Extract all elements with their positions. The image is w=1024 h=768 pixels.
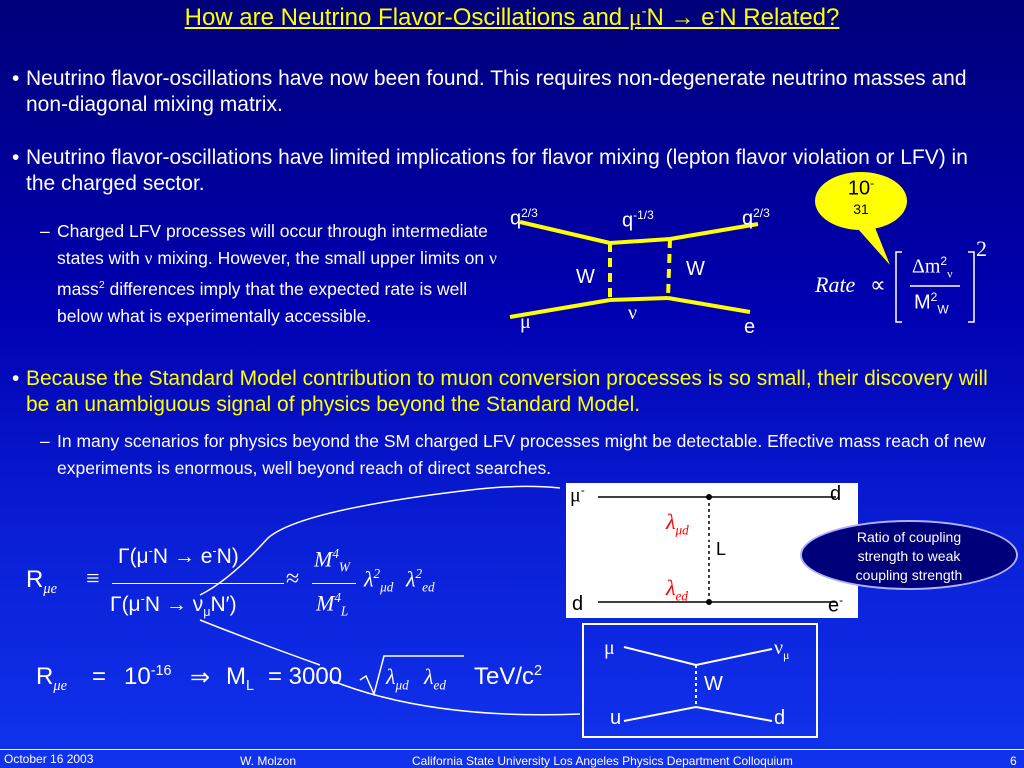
lq-label-mu: μ- xyxy=(570,483,585,507)
lq-label-e: e- xyxy=(828,593,844,617)
footer-page-number: 6 xyxy=(1010,754,1017,768)
rate-bubble: 10- 31 xyxy=(815,172,907,230)
w-diag-d: d xyxy=(774,707,786,729)
quark-line-right xyxy=(669,222,759,241)
rate-propto: ∝ xyxy=(870,272,886,297)
formula2-3000: = 3000 xyxy=(268,663,343,690)
sub-bullet-1: – Charged LFV processes will occur throu… xyxy=(40,221,497,326)
formula2-lambda-mud: λμd xyxy=(386,664,409,693)
lq-label-d-bottom: d xyxy=(572,593,584,615)
label-q-left: q2/3 xyxy=(510,206,538,230)
w-diag-numu: νμ xyxy=(774,637,790,662)
leptoquark-diagram xyxy=(598,494,836,605)
formula2-sqrt xyxy=(359,655,464,697)
label-e: e xyxy=(744,316,756,338)
footer-author: W. Molzon xyxy=(240,754,297,768)
formula-fraction-bar-2 xyxy=(312,583,356,584)
coupling-ratio-callout: Ratio of coupling strength to weak coupl… xyxy=(800,520,1018,590)
neutrino-line xyxy=(609,296,669,302)
formula2-ten: 10-16 xyxy=(124,663,172,690)
formula-lambda-mud-sq: λ2μd xyxy=(364,566,394,595)
electron-line xyxy=(667,296,751,314)
formula2-implies: ⇒ xyxy=(190,665,211,691)
formula2-ml: ML xyxy=(226,663,255,694)
bullet-2: • Neutrino flavor-oscillations have limi… xyxy=(12,146,968,195)
rate-numerator: Δm2ν xyxy=(912,254,953,281)
formula-numerator: Γ(μ-N → e-N) xyxy=(118,544,239,568)
formula-r-label: Rμe xyxy=(26,566,57,597)
rate-brackets xyxy=(895,251,975,323)
muon-line xyxy=(509,298,611,319)
w-diag-W: W xyxy=(704,673,723,695)
box-feynman-diagram xyxy=(509,220,759,319)
footer-venue: California State University Los Angeles … xyxy=(412,754,793,768)
lq-lambda-mud: λμd xyxy=(666,509,689,538)
bullet-3: • Because the Standard Model contributio… xyxy=(12,367,988,416)
formula-lambda-ed-sq: λ2ed xyxy=(406,566,435,595)
w-boson-right xyxy=(666,238,672,299)
quark-line-left xyxy=(519,220,611,245)
w-exchange-diagram xyxy=(623,646,773,722)
lq-label-L: L xyxy=(716,539,727,559)
w-diag-mu: μ xyxy=(604,637,615,659)
formula-equiv: ≡ xyxy=(86,566,100,592)
formula-fraction-bar-1 xyxy=(112,583,284,584)
formula-denominator: Γ(μ-N → νμN′) xyxy=(110,592,237,620)
formula-mw4: M4W xyxy=(314,546,350,575)
rate-denominator: M2W xyxy=(914,290,949,317)
formula2-unit: TeV/c2 xyxy=(474,663,543,690)
bullet-1: • Neutrino flavor-oscillations have now … xyxy=(12,67,967,116)
lq-label-d-top: d xyxy=(830,483,842,505)
footer-divider xyxy=(0,749,1024,750)
formula2-lambda-ed: λed xyxy=(424,664,446,693)
label-mu: μ xyxy=(520,311,531,333)
rate-label: Rate xyxy=(815,272,856,297)
formula-approx: ≈ xyxy=(286,566,300,592)
rate-power: 2 xyxy=(976,236,987,261)
label-q-right: q2/3 xyxy=(742,206,770,230)
formula2-r: Rμe xyxy=(36,663,67,694)
w-diag-u: u xyxy=(610,707,622,729)
quark-line-mid xyxy=(609,237,671,245)
rate-bubble-pointer xyxy=(850,220,890,265)
formula2-eq: = xyxy=(92,663,107,690)
sub-bullet-2: – In many scenarios for physics beyond t… xyxy=(40,431,986,478)
page-title: How are Neutrino Flavor-Oscillations and… xyxy=(184,4,840,31)
w-exchange-diagram-panel: μ νμ W u d xyxy=(582,623,818,738)
formula-ml4: M4L xyxy=(316,590,349,619)
footer-date: October 16 2003 xyxy=(4,752,94,766)
label-w-right: W xyxy=(686,258,705,280)
lq-lambda-ed: λed xyxy=(666,575,688,604)
connector-curves xyxy=(199,485,801,716)
label-w-left: W xyxy=(576,266,595,288)
label-q-mid: q-1/3 xyxy=(622,208,654,232)
label-nu: ν xyxy=(628,302,638,324)
